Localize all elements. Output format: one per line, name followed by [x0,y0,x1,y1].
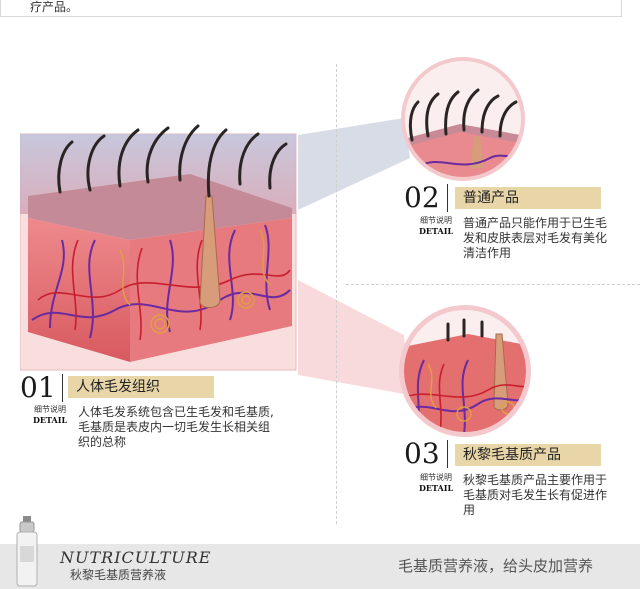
section-03-separator [447,440,448,468]
section-01-detail-en: DETAIL [32,415,68,425]
section-03-number: 03 [404,437,440,470]
section-02-detail-en: DETAIL [418,226,454,236]
description-line: 秋黎毛基质产品主要作用于 [463,473,608,487]
section-03-description: 秋黎毛基质产品主要作用于 毛基质对毛发生长有促进作 用 [463,473,633,518]
description-line: 毛基质对毛发生长有促进作 [463,488,608,502]
section-02-detail-cn: 细节说明 [420,216,452,225]
brand-name-cn: 秋黎毛基质营养液 [70,568,167,582]
section-02-number: 02 [404,181,440,214]
section-01-separator [62,374,63,402]
hair-surface-magnified [401,57,525,181]
description-line: 清洁作用 [463,246,512,260]
section-03-detail-en: DETAIL [418,483,454,493]
product-bottle-icon [16,516,38,587]
top-text-frame [0,0,622,17]
description-line: 织的总称 [78,435,127,449]
footer-slogan: 毛基质营养液，给头皮加营养 [398,557,594,575]
section-01-description: 人体毛发系统包含已生毛发和毛基质, 毛基质是表皮内一切毛发生长相关组 织的总称 [78,405,308,450]
section-02-separator [447,184,448,212]
description-line: 发和皮肤表层对毛发有美化 [463,231,608,245]
section-02-title: 普通产品 [455,187,601,209]
section-02-description: 普通产品只能作用于已生毛 发和皮肤表层对毛发有美化 清洁作用 [463,216,633,261]
top-text: 疗产品。 [30,0,79,14]
section-03-title: 秋黎毛基质产品 [455,444,601,466]
description-line: 用 [463,503,476,517]
section-01-detail-cn: 细节说明 [34,405,66,414]
footer-band [0,544,640,589]
horizontal-divider [346,284,640,285]
vertical-divider [336,64,337,524]
section-01-title: 人体毛发组织 [68,376,214,398]
skin-diagram [20,124,297,371]
section-03-detail-cn: 细节说明 [420,473,452,482]
hair-matrix-magnified [399,305,531,437]
description-line: 毛基质是表皮内一切毛发生长相关组 [78,420,271,434]
brand-name-en: NUTRICULTURE [60,548,212,567]
description-line: 普通产品只能作用于已生毛 [463,216,608,230]
section-01-number: 01 [20,371,56,404]
description-line: 人体毛发系统包含已生毛发和毛基质, [78,405,274,419]
